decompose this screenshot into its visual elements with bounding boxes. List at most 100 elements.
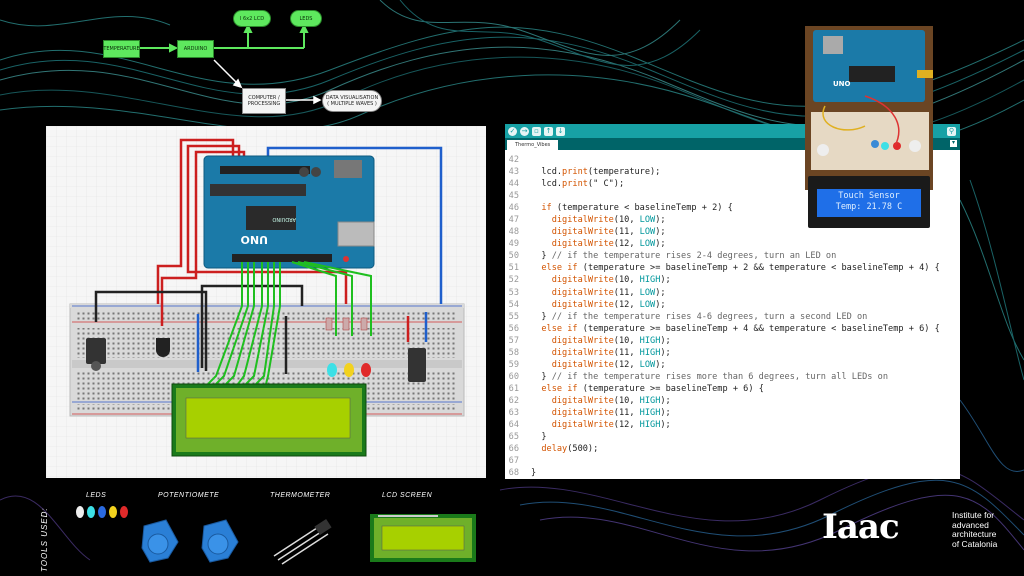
code-line: 53 digitalWrite(11, LOW); xyxy=(505,287,960,299)
code-text: else if (temperature >= baselineTemp + 4… xyxy=(541,323,940,334)
photo-board-label: UNO xyxy=(833,80,851,88)
circuit-svg: UNO ARDUINO xyxy=(46,126,486,478)
line-number: 59 xyxy=(508,359,519,370)
flow-temperature: TEMPERATURE xyxy=(103,40,140,58)
line-number: 65 xyxy=(508,432,519,443)
line-number: 58 xyxy=(508,347,519,358)
code-text: else if (temperature >= baselineTemp + 2… xyxy=(541,263,940,274)
serial-monitor-icon[interactable]: ⚲ xyxy=(947,126,956,136)
verify-icon[interactable]: ✓ xyxy=(508,126,517,136)
code-line: 67 xyxy=(505,455,960,467)
code-line: 42 xyxy=(505,154,960,166)
line-number: 54 xyxy=(508,299,519,310)
code-text: } xyxy=(531,468,537,479)
code-line: 54 digitalWrite(12, LOW); xyxy=(505,299,960,311)
code-line: 64 digitalWrite(12, HIGH); xyxy=(505,419,960,431)
code-line: 55 } // if the temperature rises 4-6 deg… xyxy=(505,311,960,323)
flow-arduino: ARDUINO xyxy=(177,40,214,58)
leds-illustration xyxy=(76,506,128,518)
lcd-line-2: Temp: 21.78 C xyxy=(835,202,903,212)
tab-menu-icon[interactable]: ▾ xyxy=(950,140,957,147)
code-text: } xyxy=(531,432,547,443)
code-line: 56 else if (temperature >= baselineTemp … xyxy=(505,323,960,335)
code-text: } // if the temperature rises more than … xyxy=(531,371,889,382)
open-icon[interactable]: ↑ xyxy=(544,126,553,136)
flow-leds: LEDS xyxy=(290,10,322,27)
line-number: 68 xyxy=(508,468,519,479)
line-number: 43 xyxy=(508,167,519,178)
line-number: 44 xyxy=(508,179,519,190)
flow-arrows xyxy=(138,23,322,105)
upload-icon[interactable]: → xyxy=(520,126,529,136)
code-line: 58 digitalWrite(11, HIGH); xyxy=(505,347,960,359)
code-text: lcd.print(" C"); xyxy=(531,179,625,190)
line-number: 52 xyxy=(508,275,519,286)
line-number: 62 xyxy=(508,395,519,406)
line-number: 42 xyxy=(508,155,519,165)
circuit-diagram: UNO ARDUINO xyxy=(46,126,486,478)
line-number: 49 xyxy=(508,239,519,250)
line-number: 47 xyxy=(508,215,519,226)
iaac-logo-text: Institute for advanced architecture of C… xyxy=(952,510,998,549)
code-text: digitalWrite(12, LOW); xyxy=(551,239,666,250)
save-icon[interactable]: ↓ xyxy=(556,126,565,136)
code-text: digitalWrite(12, LOW); xyxy=(551,359,666,370)
iaac-logo: Iaac xyxy=(822,507,900,547)
code-text: digitalWrite(10, LOW); xyxy=(551,215,666,226)
code-text: digitalWrite(10, HIGH); xyxy=(551,335,671,346)
lcd-photo-screen: Touch Sensor Temp: 21.78 C xyxy=(817,189,921,217)
line-number: 55 xyxy=(508,311,519,322)
code-line: 61 else if (temperature >= baselineTemp … xyxy=(505,383,960,395)
new-icon[interactable]: ▫ xyxy=(532,126,541,136)
circuit-board-sub: ARDUINO xyxy=(272,216,296,222)
code-line: 45 xyxy=(505,190,960,202)
line-number: 61 xyxy=(508,383,519,394)
flow-computer: COMPUTER / PROCESSING xyxy=(242,88,286,114)
code-text: } // if the temperature rises 2-4 degree… xyxy=(531,251,837,262)
code-text: digitalWrite(10, HIGH); xyxy=(551,275,671,286)
lcd-photo: Touch Sensor Temp: 21.78 C xyxy=(808,176,930,228)
code-text: digitalWrite(11, LOW); xyxy=(551,287,666,298)
code-line: 51 else if (temperature >= baselineTemp … xyxy=(505,262,960,274)
code-line: 48 digitalWrite(11, LOW); xyxy=(505,226,960,238)
line-number: 45 xyxy=(508,191,519,202)
code-line: 62 digitalWrite(10, HIGH); xyxy=(505,395,960,407)
tools-illustrations xyxy=(76,506,476,565)
code-line: 59 digitalWrite(12, LOW); xyxy=(505,359,960,371)
circuit-board-label: UNO xyxy=(241,233,269,246)
flow-data-visualisation: DATA VISUALISATION ( MULTIPLE WAVES ) xyxy=(322,90,382,112)
line-number: 56 xyxy=(508,323,519,334)
tool-title-potentiometer: POTENTIOMETE xyxy=(158,492,220,499)
line-number: 63 xyxy=(508,407,519,418)
tool-title-leds: LEDS xyxy=(86,492,107,499)
code-text: digitalWrite(10, HIGH); xyxy=(551,395,671,406)
tab-thermo-vibes[interactable]: Thermo_Vibes xyxy=(507,140,559,150)
code-text: digitalWrite(11, HIGH); xyxy=(551,347,671,358)
code-line: 43 lcd.print(temperature); xyxy=(505,166,960,178)
line-number: 66 xyxy=(508,444,519,455)
tools-heading: TOOLS USED: xyxy=(40,507,49,572)
line-number: 64 xyxy=(508,420,519,431)
tool-title-thermometer: THERMOMETER xyxy=(270,492,331,499)
code-line: 44 lcd.print(" C"); xyxy=(505,178,960,190)
flow-lcd: I 6x2 LCD xyxy=(233,10,271,27)
code-text: digitalWrite(12, HIGH); xyxy=(551,420,671,431)
code-line: 52 digitalWrite(10, HIGH); xyxy=(505,274,960,286)
potentiometer-illustration xyxy=(141,519,239,563)
code-line: 68} xyxy=(505,467,960,479)
code-line: 47 digitalWrite(10, LOW); xyxy=(505,214,960,226)
code-text: digitalWrite(11, HIGH); xyxy=(551,407,671,418)
line-number: 50 xyxy=(508,251,519,262)
lcd-screen-illustration xyxy=(370,514,476,562)
code-text: digitalWrite(11, LOW); xyxy=(551,227,666,238)
code-text: digitalWrite(12, LOW); xyxy=(551,299,666,310)
code-line: 65 } xyxy=(505,431,960,443)
code-line: 60 } // if the temperature rises more th… xyxy=(505,371,960,383)
tool-title-lcd-screen: LCD SCREEN xyxy=(382,492,433,499)
code-line: 46 if (temperature < baselineTemp + 2) { xyxy=(505,202,960,214)
code-text: lcd.print(temperature); xyxy=(531,167,661,178)
line-number: 60 xyxy=(508,371,519,382)
code-text: } // if the temperature rises 4-6 degree… xyxy=(531,311,868,322)
